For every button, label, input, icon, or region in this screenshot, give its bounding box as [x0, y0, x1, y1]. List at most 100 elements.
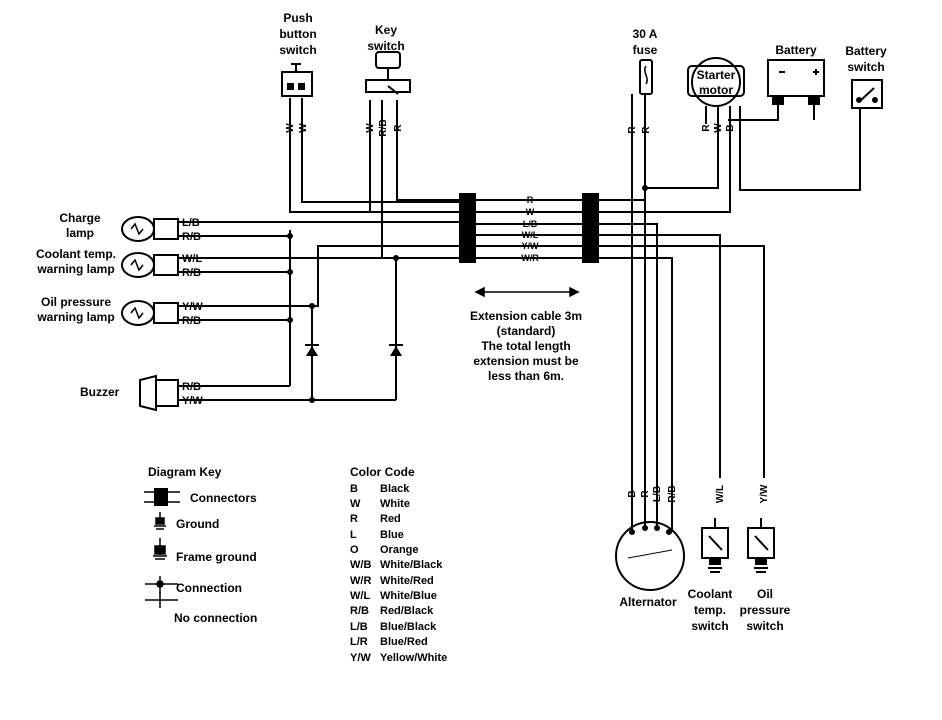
- svg-text:pressure: pressure: [740, 603, 791, 617]
- coolant-lamp-label: Coolant temp. warning lamp: [36, 247, 116, 276]
- svg-text:R/B: R/B: [378, 119, 389, 136]
- svg-text:W: W: [350, 498, 361, 510]
- wire-labels-switches: W/L Y/W: [715, 484, 770, 503]
- svg-text:lamp: lamp: [66, 226, 94, 240]
- oil-lamp-label: Oil pressure warning lamp: [36, 295, 114, 324]
- push-button-switch-label: Push button switch: [279, 11, 316, 57]
- svg-text:White/Black: White/Black: [380, 559, 443, 571]
- svg-text:Buzzer: Buzzer: [80, 385, 120, 399]
- svg-text:L/B: L/B: [523, 219, 538, 229]
- svg-text:Ground: Ground: [176, 517, 219, 531]
- svg-text:W/R: W/R: [350, 575, 371, 587]
- svg-text:R/B: R/B: [667, 485, 678, 502]
- svg-text:R/B: R/B: [182, 315, 201, 327]
- svg-text:W/L: W/L: [350, 590, 370, 602]
- svg-text:Connection: Connection: [176, 581, 242, 595]
- svg-text:(standard): (standard): [497, 324, 556, 338]
- svg-text:Connectors: Connectors: [190, 491, 257, 505]
- svg-text:R: R: [701, 124, 712, 132]
- svg-text:Charge: Charge: [59, 211, 101, 225]
- key-switch-symbol: [365, 51, 411, 95]
- fuse-label: 30 A fuse: [633, 27, 658, 57]
- svg-text:White: White: [380, 498, 410, 510]
- svg-text:30 A: 30 A: [633, 27, 658, 41]
- svg-text:W/B: W/B: [350, 559, 371, 571]
- svg-text:switch: switch: [847, 60, 884, 74]
- svg-text:O: O: [350, 544, 359, 556]
- svg-text:switch: switch: [279, 43, 316, 57]
- starter-motor-label: Starter motor: [697, 68, 736, 97]
- svg-text:Extension cable 3m: Extension cable 3m: [470, 309, 582, 323]
- extension-arrow: [474, 286, 580, 298]
- svg-text:L/R: L/R: [350, 636, 368, 648]
- svg-text:Orange: Orange: [380, 544, 419, 556]
- svg-text:Key: Key: [375, 23, 397, 37]
- svg-text:fuse: fuse: [633, 43, 658, 57]
- svg-text:Y/W: Y/W: [522, 241, 540, 251]
- connection-dots: [287, 185, 648, 403]
- svg-text:W/R: W/R: [521, 253, 539, 263]
- svg-text:Y/W: Y/W: [182, 301, 203, 313]
- svg-text:The total length: The total length: [481, 339, 570, 353]
- svg-text:No connection: No connection: [174, 611, 257, 625]
- svg-text:Red: Red: [380, 513, 401, 525]
- svg-text:Battery: Battery: [845, 44, 887, 58]
- charge-lamp-symbol: [121, 216, 179, 242]
- battery-symbol: [767, 59, 825, 105]
- svg-text:Y/W: Y/W: [759, 484, 770, 503]
- push-button-switch-symbol: [281, 63, 313, 97]
- diagram-key: Diagram Key Connectors Ground Frame grou…: [144, 465, 257, 625]
- svg-text:W: W: [285, 123, 296, 133]
- svg-text:less than 6m.: less than 6m.: [488, 369, 564, 383]
- alternator-label: Alternator: [619, 595, 677, 609]
- svg-text:W: W: [365, 123, 376, 133]
- svg-text:R: R: [640, 490, 651, 498]
- svg-text:W/L: W/L: [182, 253, 202, 265]
- svg-text:warning lamp: warning lamp: [36, 310, 114, 324]
- svg-text:W: W: [713, 123, 724, 133]
- buzzer-symbol: [139, 374, 179, 412]
- wire-labels-starter: R W B: [701, 123, 736, 133]
- svg-text:Starter: Starter: [697, 68, 736, 82]
- battery-label: Battery: [775, 43, 817, 57]
- oil-switch-label: Oil pressure switch: [740, 587, 791, 633]
- starter-motor-symbol: [687, 57, 745, 107]
- oil-switch-symbol: [747, 518, 775, 573]
- svg-text:Coolant temp.: Coolant temp.: [36, 247, 116, 261]
- diagram-key-title: Diagram Key: [148, 465, 222, 479]
- svg-text:W: W: [526, 207, 535, 217]
- svg-text:switch: switch: [367, 39, 404, 53]
- svg-text:W/L: W/L: [522, 230, 539, 240]
- svg-text:Push: Push: [283, 11, 312, 25]
- svg-text:Frame ground: Frame ground: [176, 550, 257, 564]
- svg-text:warning lamp: warning lamp: [36, 262, 114, 276]
- svg-text:R/B: R/B: [350, 605, 369, 617]
- alternator-symbol: [615, 478, 685, 591]
- svg-text:button: button: [279, 27, 316, 41]
- svg-text:Oil: Oil: [757, 587, 773, 601]
- svg-text:temp.: temp.: [694, 603, 726, 617]
- wire-labels-lamps: L/B R/B W/L R/B Y/W R/B R/B Y/W: [182, 217, 203, 407]
- svg-text:Yellow/White: Yellow/White: [380, 652, 447, 664]
- diode-right: [389, 344, 403, 356]
- svg-text:Y/W: Y/W: [350, 652, 371, 664]
- color-code-title: Color Code: [350, 465, 415, 479]
- svg-text:R/B: R/B: [182, 381, 201, 393]
- key-connection-icon: [145, 576, 178, 594]
- bundle-connector-left: [459, 193, 476, 263]
- wire-labels-push: W W: [285, 123, 309, 133]
- svg-text:Black: Black: [380, 483, 410, 495]
- wire-labels-fuse: R R: [627, 126, 652, 134]
- svg-text:motor: motor: [699, 83, 733, 97]
- diode-left: [305, 344, 319, 356]
- svg-text:switch: switch: [746, 619, 783, 633]
- svg-text:Blue: Blue: [380, 529, 404, 541]
- oil-lamp-symbol: [121, 300, 179, 326]
- charge-lamp-label: Charge lamp: [59, 211, 101, 240]
- key-frame-ground-icon: [153, 538, 167, 560]
- extension-note: Extension cable 3m (standard) The total …: [470, 309, 582, 383]
- svg-text:White/Blue: White/Blue: [380, 590, 437, 602]
- battery-switch-label: Battery switch: [845, 44, 887, 74]
